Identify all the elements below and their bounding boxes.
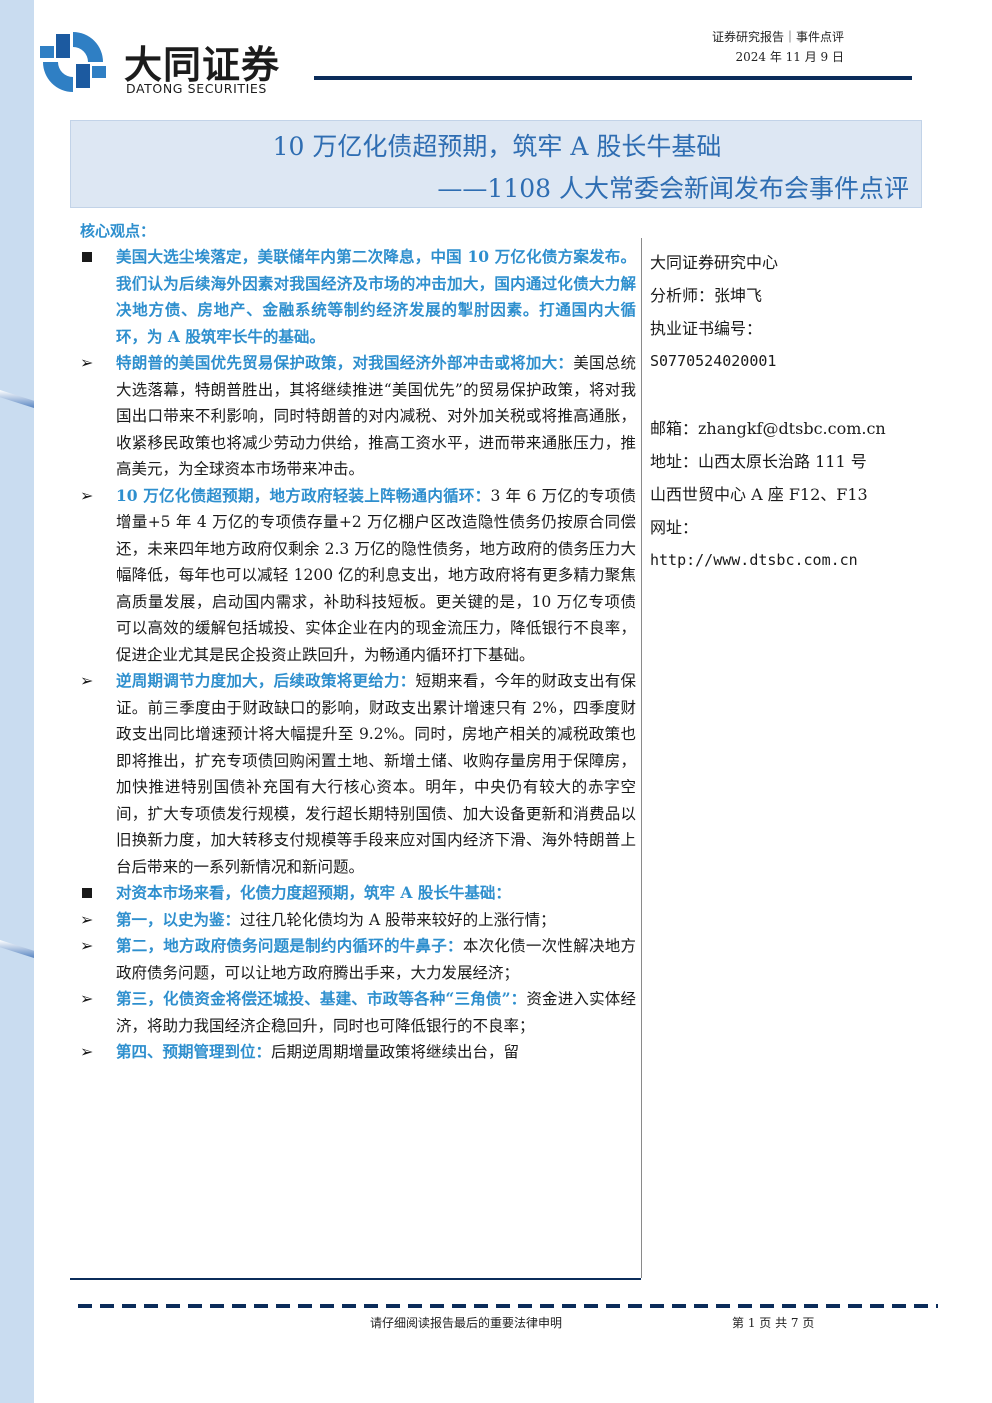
core-view-item: 美国大选尘埃落定，美联储年内第二次降息，中国 10 万亿化债方案发布。我们认为后… [80, 244, 636, 350]
core-view-highlight: 第二，地方政府债务问题是制约内循环的牛鼻子： [116, 936, 463, 955]
website-link[interactable]: http://www.dtsbc.com.cn [650, 551, 858, 569]
cert-label: 执业证书编号： [650, 319, 763, 338]
core-view-highlight: 第一，以史为鉴： [116, 909, 241, 929]
header-rule [314, 76, 912, 80]
company-logo: 大同证券 DATONG SECURITIES [36, 26, 306, 98]
report-date: 2024 年 11 月 9 日 [735, 50, 844, 64]
report-type: 证券研究报告｜事件点评 [711, 30, 844, 44]
report-subtitle: ——1108 人大常委会新闻发布会事件点评 [437, 174, 909, 203]
strip-chevron-upper [0, 390, 34, 408]
left-decor-strip [0, 0, 34, 1403]
arrow-bullet-icon: ➢ [80, 353, 94, 372]
core-view-body: 短期来看，今年的财政支出有保证。前三季度由于财政缺口的影响，财政支出累计增速只有… [116, 672, 636, 876]
core-view-body: 后期逆周期增量政策将继续出台，留 [271, 1043, 520, 1061]
logo-chinese-name: 大同证券 [124, 43, 281, 87]
core-view-item: ➢ 逆周期调节力度加大，后续政策将更给力：短期来看，今年的财政支出有保证。前三季度… [80, 668, 636, 880]
main-bottom-rule [70, 1278, 641, 1280]
core-view-body: 美国总统大选落幕，特朗普胜出，其将继续推进“美国优先”的贸易保护政策，将对我国出… [116, 354, 636, 478]
core-view-highlight: 美国大选尘埃落定，美联储年内第二次降息，中国 10 万亿化债方案发布。我们认为后… [116, 247, 636, 346]
email: 邮箱：zhangkf@dtsbc.com.cn [650, 419, 886, 438]
core-views-heading: 核心观点： [80, 222, 156, 240]
strip-chevron-lower [0, 940, 34, 958]
analyst-info: 大同证券研究中心 分析师：张坤飞 执业证书编号： S0770524020001 … [650, 246, 940, 577]
core-view-item: 对资本市场来看，化债力度超预期，筑牢 A 股长牛基础： [80, 880, 636, 907]
website-label: 网址： [650, 518, 699, 537]
footer-page-number: 第 1 页 共 7 页 [732, 1316, 815, 1330]
core-view-highlight: 对资本市场来看，化债力度超预期，筑牢 A 股长牛基础： [116, 883, 511, 902]
core-view-highlight: 10 万亿化债超预期，地方政府轻装上阵畅通内循环： [116, 485, 491, 505]
footer-dashed-rule [78, 1304, 938, 1308]
arrow-bullet-icon: ➢ [80, 909, 94, 929]
core-view-body: 资金进入实体经济，将助力我国经济企稳回升，同时也可降低银行的不良率； [116, 990, 636, 1035]
datong-logo-icon [40, 32, 106, 92]
cert-number: S0770524020001 [650, 352, 777, 370]
core-views-column: 核心观点： 美国大选尘埃落定，美联储年内第二次降息，中国 10 万亿化债方案发布… [80, 218, 636, 1066]
core-view-item: ➢ 第二，地方政府债务问题是制约内循环的牛鼻子：本次化债一次性解决地方政府债务问题… [80, 933, 636, 986]
spacer [650, 378, 940, 412]
title-box: 10 万亿化债超预期，筑牢 A 股长牛基础 ——1108 人大常委会新闻发布会事… [70, 120, 922, 208]
arrow-bullet-icon: ➢ [80, 485, 94, 505]
address-line-1: 地址：山西太原长治路 111 号 [650, 452, 867, 471]
core-view-body: 过往几轮化债均为 A 股带来较好的上涨行情； [240, 910, 556, 929]
core-view-item: ➢ 第三，化债资金将偿还城投、基建、市政等各种“三角债”：资金进入实体经济，将助力… [80, 986, 636, 1039]
report-title: 10 万亿化债超预期，筑牢 A 股长牛基础 [272, 132, 722, 161]
footer-legal-notice: 请仔细阅读报告最后的重要法律申明 [370, 1316, 563, 1330]
core-view-item: ➢ 10 万亿化债超预期，地方政府轻装上阵畅通内循环：3 年 6 万亿的专项债增量… [80, 483, 636, 669]
core-view-item: ➢ 特朗普的美国优先贸易保护政策，对我国经济外部冲击或将加大：美国总统大选落幕，特… [80, 350, 636, 483]
arrow-bullet-icon: ➢ [80, 1042, 94, 1061]
core-views-list: 美国大选尘埃落定，美联储年内第二次降息，中国 10 万亿化债方案发布。我们认为后… [80, 244, 636, 1066]
square-bullet-icon [80, 880, 110, 906]
core-view-item: ➢ 第四、预期管理到位：后期逆周期增量政策将继续出台，留 [80, 1039, 636, 1066]
logo-english-name: DATONG SECURITIES [126, 81, 267, 96]
research-center: 大同证券研究中心 [650, 253, 779, 272]
core-view-highlight: 特朗普的美国优先贸易保护政策，对我国经济外部冲击或将加大： [116, 353, 574, 372]
core-view-item: ➢ 第一，以史为鉴：过往几轮化债均为 A 股带来较好的上涨行情； [80, 907, 636, 934]
core-view-highlight: 逆周期调节力度加大，后续政策将更给力： [116, 671, 416, 690]
arrow-bullet-icon: ➢ [80, 936, 94, 955]
column-divider [641, 238, 642, 1278]
arrow-bullet-icon: ➢ [80, 989, 94, 1008]
core-view-highlight: 第四、预期管理到位： [116, 1042, 272, 1061]
core-view-body: 3 年 6 万亿的专项债增量+5 年 4 万亿的专项债存量+2 万亿棚户区改造隐… [116, 486, 636, 664]
analyst-name: 分析师：张坤飞 [650, 286, 763, 305]
address-line-2: 山西世贸中心 A 座 F12、F13 [650, 485, 868, 504]
square-bullet-icon [80, 244, 110, 270]
core-view-body: 本次化债一次性解决地方政府债务问题，可以让地方政府腾出手来，大力发展经济； [116, 937, 636, 982]
arrow-bullet-icon: ➢ [80, 671, 94, 690]
core-view-highlight: 第三，化债资金将偿还城投、基建、市政等各种“三角债”： [116, 989, 527, 1008]
